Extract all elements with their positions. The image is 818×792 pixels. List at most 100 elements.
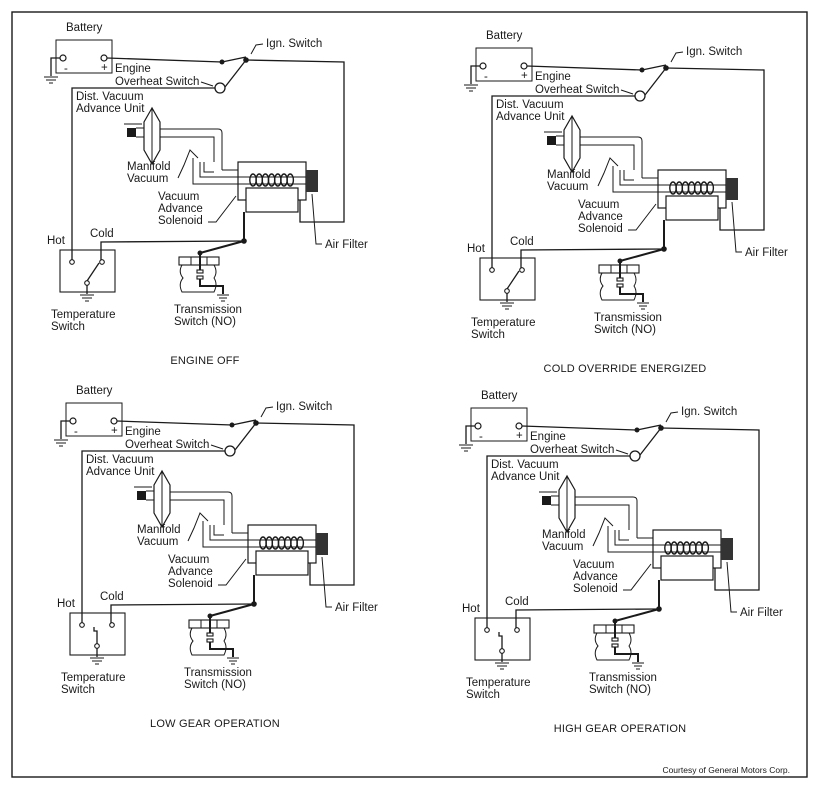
air-filter-label: Air Filter bbox=[335, 602, 378, 614]
dist-vacuum-label-1: Dist. Vacuum bbox=[76, 91, 144, 103]
vacuum-advance-solenoid bbox=[627, 529, 733, 581]
engine-overheat-label-1: Engine bbox=[115, 63, 151, 75]
vacuum-advance-solenoid bbox=[632, 169, 738, 221]
overheat-switch-icon bbox=[629, 450, 641, 462]
hot-label: Hot bbox=[467, 243, 486, 255]
manifold-vacuum-label-2: Vacuum bbox=[542, 541, 583, 553]
dist-vacuum-label-2: Advance Unit bbox=[491, 471, 560, 483]
ground-icon bbox=[80, 294, 94, 302]
ign-switch-label: Ign. Switch bbox=[276, 401, 332, 413]
manifold-vacuum-label-1: Manifold bbox=[547, 169, 590, 181]
battery-plus-label: + bbox=[111, 425, 118, 437]
hot-label: Hot bbox=[57, 598, 76, 610]
temperature-switch bbox=[59, 249, 116, 302]
distributor-vacuum-advance-unit bbox=[134, 469, 233, 533]
distributor-vacuum-advance-unit bbox=[124, 106, 223, 170]
dist-vacuum-label-1: Dist. Vacuum bbox=[86, 454, 154, 466]
battery: Battery - + bbox=[65, 385, 123, 438]
transmission-switch bbox=[188, 616, 239, 665]
battery-label: Battery bbox=[481, 390, 518, 402]
manifold-vacuum-label-2: Vacuum bbox=[137, 536, 178, 548]
ground-icon bbox=[227, 657, 239, 665]
solenoid-label-2: Advance bbox=[158, 203, 203, 215]
cold-label: Cold bbox=[90, 228, 114, 240]
overheat-switch-icon bbox=[634, 90, 646, 102]
battery-label: Battery bbox=[76, 385, 113, 397]
air-filter-label: Air Filter bbox=[745, 247, 788, 259]
manifold-vacuum-label-2: Vacuum bbox=[547, 181, 588, 193]
credit-text: Courtesy of General Motors Corp. bbox=[662, 765, 790, 775]
transmission-switch-label-1: Transmission bbox=[594, 312, 662, 324]
temperature-switch-label-2: Switch bbox=[466, 689, 500, 701]
solenoid-label-3: Solenoid bbox=[578, 223, 623, 235]
battery-minus-label: - bbox=[479, 431, 483, 443]
air-filter-label: Air Filter bbox=[740, 607, 783, 619]
manifold-vacuum-label-2: Vacuum bbox=[127, 173, 168, 185]
temperature-switch bbox=[474, 617, 531, 670]
transmission-switch-label-2: Switch (NO) bbox=[174, 316, 236, 328]
engine-overheat-label-1: Engine bbox=[535, 71, 571, 83]
engine-overheat-label-1: Engine bbox=[530, 431, 566, 443]
solenoid-label-1: Vacuum bbox=[158, 191, 199, 203]
battery: Battery-+ bbox=[470, 390, 528, 443]
hot-label: Hot bbox=[462, 603, 481, 615]
transmission-switch-label-2: Switch (NO) bbox=[184, 679, 246, 691]
solenoid-label-2: Advance bbox=[578, 211, 623, 223]
ground-icon bbox=[90, 657, 104, 665]
temperature-switch bbox=[69, 612, 126, 665]
temperature-switch-label-2: Switch bbox=[51, 321, 85, 333]
dist-vacuum-label-2: Advance Unit bbox=[86, 466, 155, 478]
engine-overheat-label-2: Overheat Switch bbox=[125, 439, 209, 451]
figure-border bbox=[11, 11, 808, 778]
engine-overheat-label-2: Overheat Switch bbox=[530, 444, 614, 456]
air-filter-icon bbox=[721, 538, 733, 560]
overheat-switch-icon bbox=[224, 445, 236, 457]
air-filter-icon bbox=[316, 533, 328, 555]
solenoid-label-2: Advance bbox=[168, 566, 213, 578]
temperature-switch bbox=[479, 257, 536, 310]
transmission-switch-label-2: Switch (NO) bbox=[594, 324, 656, 336]
temperature-switch-label-1: Temperature bbox=[466, 677, 531, 689]
distributor-vacuum-advance-unit bbox=[539, 474, 638, 538]
transmission-switch bbox=[593, 621, 644, 670]
battery-plus-label: + bbox=[521, 70, 528, 82]
battery-minus-label: - bbox=[74, 426, 78, 438]
manifold-vacuum-label-1: Manifold bbox=[127, 161, 170, 173]
solenoid-label-2: Advance bbox=[573, 571, 618, 583]
panel-caption: HIGH GEAR OPERATION bbox=[554, 723, 687, 735]
cold-label: Cold bbox=[510, 236, 534, 248]
ground-icon bbox=[54, 439, 68, 447]
cold-label: Cold bbox=[505, 596, 529, 608]
engine-overheat-label-2: Overheat Switch bbox=[535, 84, 619, 96]
ground-icon bbox=[495, 662, 509, 670]
solenoid-label-1: Vacuum bbox=[578, 199, 619, 211]
panel-caption: COLD OVERRIDE ENERGIZED bbox=[544, 363, 707, 375]
ground-icon bbox=[632, 662, 644, 670]
manifold-vacuum-label-1: Manifold bbox=[542, 529, 585, 541]
transmission-switch-label-2: Switch (NO) bbox=[589, 684, 651, 696]
transmission-switch bbox=[598, 261, 649, 310]
transmission-switch-label-1: Transmission bbox=[184, 667, 252, 679]
dist-vacuum-label-2: Advance Unit bbox=[76, 103, 145, 115]
battery: Battery-+ bbox=[475, 30, 533, 83]
temperature-switch-label-1: Temperature bbox=[471, 317, 536, 329]
solenoid-label-3: Solenoid bbox=[158, 215, 203, 227]
temperature-switch-label-1: Temperature bbox=[51, 309, 116, 321]
ign-switch-label: Ign. Switch bbox=[681, 406, 737, 418]
manifold-vacuum-label-1: Manifold bbox=[137, 524, 180, 536]
distributor-vacuum-advance-unit bbox=[544, 114, 643, 178]
panel-caption: ENGINE OFF bbox=[170, 355, 239, 367]
ground-icon bbox=[500, 302, 514, 310]
solenoid-label-1: Vacuum bbox=[573, 559, 614, 571]
cold-label: Cold bbox=[100, 591, 124, 603]
temperature-switch-label-1: Temperature bbox=[61, 672, 126, 684]
transmission-switch-label-1: Transmission bbox=[174, 304, 242, 316]
transmission-switch-label-1: Transmission bbox=[589, 672, 657, 684]
ground-icon bbox=[464, 84, 478, 92]
dist-vacuum-label-1: Dist. Vacuum bbox=[496, 99, 564, 111]
